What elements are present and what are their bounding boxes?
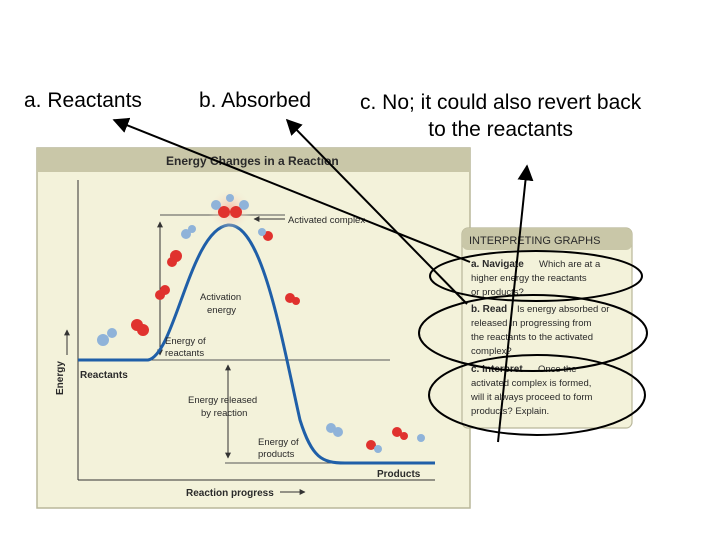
energy-of-reactants-label-1: Energy of [165, 336, 206, 347]
question-c-line4: products? Explain. [471, 406, 549, 417]
answer-c: c. No; it could also revert back to the … [360, 89, 641, 143]
ellipse-question-c [428, 354, 646, 436]
x-axis-label: Reaction progress [186, 488, 274, 499]
ellipse-question-a [429, 250, 643, 302]
figure-panel [36, 147, 471, 509]
energy-released-label-1: Energy released [188, 395, 257, 406]
arrow-to-answer-c [497, 164, 534, 443]
answer-a: a. Reactants [24, 89, 142, 112]
question-b-label: b. Read [471, 304, 507, 315]
y-axis-label: Energy [55, 361, 66, 395]
answer-b: b. Absorbed [199, 89, 312, 112]
molecules [97, 188, 425, 453]
products-label: Products [377, 469, 421, 480]
figure-title: Energy Changes in a Reaction [166, 154, 339, 168]
figure-header [37, 148, 470, 172]
question-c-line3: will it always proceed to form [470, 392, 593, 403]
interpreting-heading: INTERPRETING GRAPHS [469, 235, 600, 247]
question-a-line1: Which are at a [539, 259, 601, 270]
answer-c-line2: to the reactants [428, 118, 574, 141]
reactants-label: Reactants [80, 370, 128, 381]
energy-of-products-label-2: products [258, 449, 295, 460]
question-b-line4: complex? [471, 346, 512, 357]
interpreting-header [462, 228, 632, 250]
activation-energy-label-1: Activation [200, 292, 241, 303]
arrow-to-answer-a [112, 117, 471, 263]
question-a-line3: or products? [471, 287, 524, 298]
question-a-line2: higher energy the reactants [471, 273, 587, 284]
energy-of-reactants-label-2: reactants [165, 348, 204, 359]
question-a-label: a. Navigate [471, 259, 524, 270]
question-b-line3: the reactants to the activated [471, 332, 593, 343]
question-b-line2: released in progressing from [471, 318, 591, 329]
answer-c-line1: c. No; it could also revert back [360, 91, 642, 114]
question-b-line1: Is energy absorbed or [517, 304, 609, 315]
question-c-line2: activated complex is formed, [471, 378, 591, 389]
arrow-to-answer-b [285, 118, 468, 305]
energy-of-products-label-1: Energy of [258, 437, 299, 448]
energy-released-label-2: by reaction [201, 408, 247, 419]
activation-energy-label-2: energy [207, 305, 236, 316]
activated-complex-label: Activated complex [288, 215, 365, 226]
ellipse-question-b [418, 294, 648, 372]
energy-curve [78, 223, 435, 465]
